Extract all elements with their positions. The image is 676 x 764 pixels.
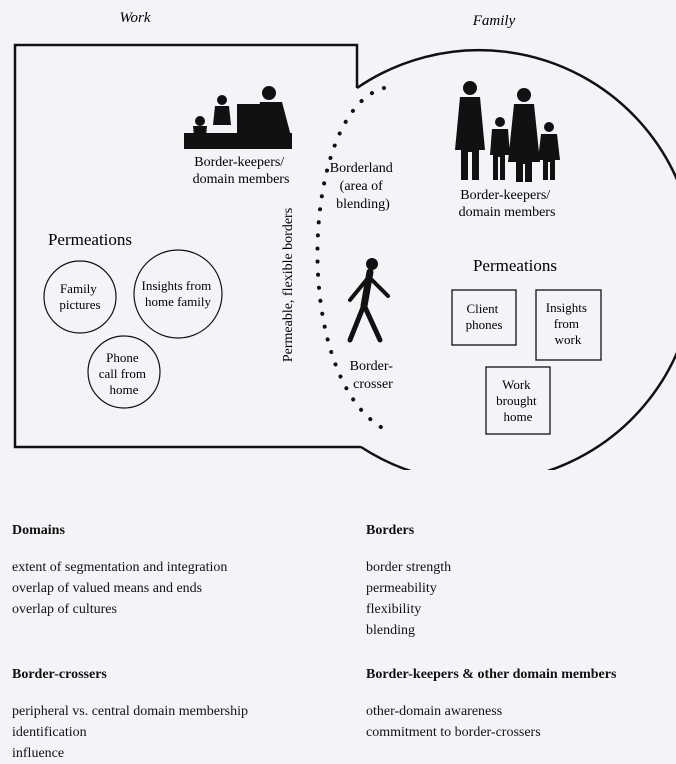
family-domain-border [356, 48, 676, 470]
border-crossers-legend: Border-crossers peripheral vs. central d… [12, 664, 248, 764]
insights-from-home-circle [133, 249, 223, 339]
family-domain-title: Family [472, 13, 516, 29]
border-crossers-item: influence [12, 746, 65, 761]
borders-heading: Borders [366, 523, 415, 538]
domains-item: overlap of valued means and ends [12, 581, 203, 596]
insights-from-work-box [535, 289, 602, 361]
family-pictures-label: Family pictures [59, 281, 100, 312]
insights-from-work-label: Insights from work [546, 300, 590, 347]
border-crosser-icon [347, 258, 390, 343]
borderland-dotted-border [315, 86, 388, 432]
borders-item: flexibility [366, 602, 422, 617]
borders-legend: Borders border strength permeability fle… [366, 520, 451, 641]
borders-item: blending [366, 623, 415, 638]
work-border-keepers-icon [184, 86, 292, 149]
border-crossers-item: identification [12, 725, 87, 740]
domains-item: overlap of cultures [12, 602, 117, 617]
insights-from-home-label: Insights from home family [142, 278, 215, 309]
work-border-keepers-label: Border-keepers/ domain members [193, 155, 290, 187]
work-permeations-title: Permeations [48, 230, 132, 249]
border-crossers-heading: Border-crossers [12, 667, 107, 682]
border-keepers-legend: Border-keepers & other domain members ot… [366, 664, 616, 743]
phone-call-circle [87, 335, 161, 409]
work-domain-title: Work [119, 10, 150, 26]
work-brought-home-label: Work brought home [496, 377, 540, 424]
family-permeations-title: Permeations [473, 256, 557, 275]
domains-heading: Domains [12, 523, 65, 538]
client-phones-box [451, 289, 517, 346]
phone-call-label: Phone call from home [99, 350, 150, 397]
domains-legend: Domains extent of segmentation and integ… [12, 520, 227, 620]
client-phones-label: Client phones [466, 301, 503, 332]
family-border-keepers-icon [455, 81, 560, 182]
border-crossers-item: peripheral vs. central domain membership [12, 704, 248, 719]
work-brought-home-box [485, 366, 551, 435]
border-keepers-heading: Border-keepers & other domain members [366, 667, 617, 682]
family-pictures-circle [43, 260, 117, 334]
border-keepers-item: commitment to border-crossers [366, 725, 541, 740]
borderland-label: Borderland (area of blending) [330, 161, 396, 212]
borders-item: border strength [366, 560, 452, 575]
domains-item: extent of segmentation and integration [12, 560, 228, 575]
work-family-border-diagram: Work Family Border-keepers/ domain membe… [13, 10, 676, 470]
family-border-keepers-label: Border-keepers/ domain members [459, 188, 556, 220]
borders-item: permeability [366, 581, 437, 596]
border-keepers-item: other-domain awareness [366, 704, 503, 719]
permeable-borders-label: Permeable, flexible borders [281, 208, 296, 362]
border-crosser-label: Border- crosser [350, 359, 397, 392]
work-domain-border [13, 43, 361, 449]
